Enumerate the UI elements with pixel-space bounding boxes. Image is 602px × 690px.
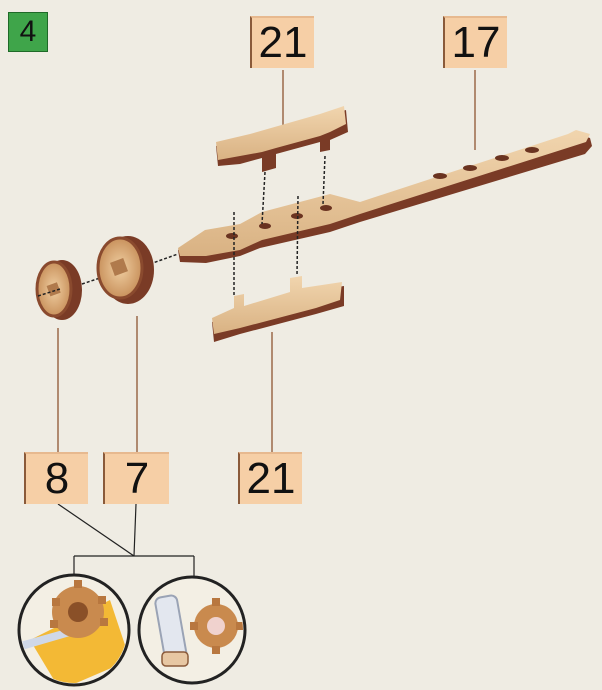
part-7-disc — [98, 236, 154, 304]
part-label-21-bottom: 21 — [238, 452, 302, 504]
part-8-disc — [37, 260, 82, 320]
detail-circle-gear-yellow — [19, 575, 130, 690]
part-21-upper-brace — [216, 106, 348, 172]
detail-callout-bracket — [58, 504, 194, 578]
part-label-7: 7 — [103, 452, 169, 504]
part-label-8: 8 — [24, 452, 88, 504]
part-label-21-top: 21 — [250, 16, 314, 68]
part-label-17: 17 — [443, 16, 507, 68]
detail-circle-gear-shaft — [139, 577, 245, 683]
part-21-lower-brace — [212, 276, 344, 342]
